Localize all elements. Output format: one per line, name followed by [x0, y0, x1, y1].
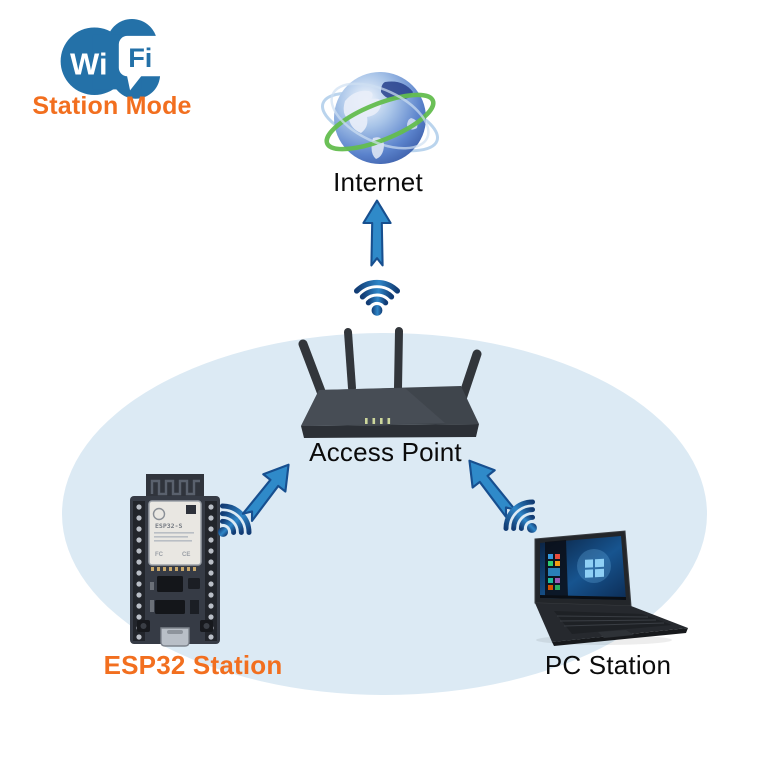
router-body — [301, 386, 479, 438]
station-mode-label: Station Mode — [32, 92, 192, 120]
uplink-arrow-icon — [362, 199, 392, 267]
start-menu-tiles — [548, 554, 560, 590]
wifi-logo-icon: Wi Fi — [60, 18, 168, 99]
internet-label: Internet — [333, 167, 423, 197]
esp32-station-label: ESP32 Station — [103, 650, 283, 680]
esp32-to-ap-arrow-icon — [241, 463, 290, 522]
laptop-base — [535, 603, 688, 646]
wifi-signal-uplink-icon — [353, 279, 401, 316]
esp32-module-text: ESP32-S — [155, 522, 182, 530]
router-status-lights — [365, 418, 391, 424]
laptop-screen — [534, 530, 632, 607]
internet-globe-icon — [320, 72, 440, 164]
laptop-touchpad — [598, 630, 634, 638]
esp32-ce-mark: CE — [182, 552, 190, 558]
pc-to-ap-arrow-icon — [468, 459, 517, 518]
wifi-signal-pc-icon — [503, 499, 537, 533]
esp32-board: ESP32-S FC CE — [130, 474, 220, 647]
wifi-signal-esp32-icon — [218, 503, 252, 537]
esp32-buttons — [137, 620, 213, 632]
esp32-fcc-mark: FC — [155, 552, 164, 558]
pc-station-label: PC Station — [544, 650, 672, 680]
taskbar — [540, 595, 626, 600]
windows-logo-icon — [585, 558, 604, 578]
wifi-logo-fi-text: Fi — [128, 42, 152, 73]
esp32-components — [150, 576, 200, 614]
access-point-label: Access Point — [309, 437, 462, 467]
access-point-router — [298, 327, 482, 438]
esp32-module: ESP32-S FC CE — [148, 500, 202, 566]
pc-laptop — [534, 530, 688, 646]
esp32-usb-port — [160, 627, 190, 647]
wifi-logo-wi-text: Wi — [70, 46, 108, 81]
esp32-pin-headers — [133, 501, 217, 641]
esp32-castellated-pads — [151, 567, 196, 571]
wifi-logo-fi-bubble — [118, 35, 168, 91]
